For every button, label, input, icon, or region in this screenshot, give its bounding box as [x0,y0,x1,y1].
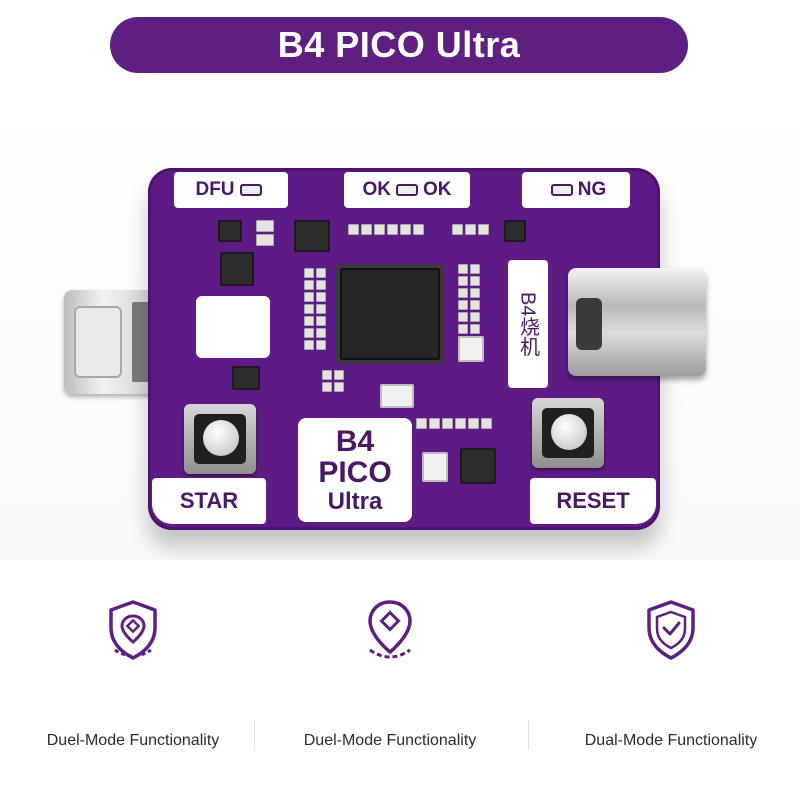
side-connector [64,290,160,394]
feature-divider-1 [254,720,255,750]
pad-row-top [348,224,424,235]
features-section: Duel-Mode Functionality Duel-Mode Functi… [0,560,800,800]
center-label-line-3: Ultra [327,487,383,515]
pad-row-mid-right [452,224,489,235]
pad-column-right [458,264,480,346]
start-button-cap[interactable] [203,420,239,456]
center-label-line-2: PICO [318,456,392,490]
usb-c-opening [576,298,602,350]
feature-divider-2 [528,720,529,750]
feature-label-1: Duel-Mode Functionality [46,732,220,749]
pad-row-bottom [416,418,492,429]
pad-column-left [304,268,326,350]
component-pad-top-left [256,220,274,246]
ok-left-label: OK [362,179,392,200]
chip-left [220,252,254,286]
ok-silk-label: OK OK [344,172,470,208]
feature-label-2: Duel-Mode Functionality [303,732,477,749]
component-cap-3 [458,336,484,362]
center-label-line-1: B4 [335,424,375,458]
product-title-banner: B4 PICO Ultra [110,17,688,73]
feature-item-2: Duel-Mode Functionality [257,560,523,800]
dfu-silk-label: DFU [174,172,288,208]
chip-top [294,220,330,252]
component-cap [380,384,414,408]
small-chip-top-right [504,220,526,242]
start-button[interactable] [184,404,256,474]
ok-right-label: OK [423,179,452,200]
ng-label: NG [577,179,607,200]
dfu-label: DFU [195,179,235,200]
ng-led-icon [550,184,573,196]
reset-label: RESET [556,488,630,513]
vertical-label: B4烧机 [516,291,539,357]
small-chip-left-bottom [232,366,260,390]
product-title: B4 PICO Ultra [277,24,521,65]
location-pin-icon [368,600,412,659]
reset-silk-label: RESET [530,478,656,524]
chip-bottom [460,448,496,484]
dfu-led-icon [239,184,262,196]
pad-column-lower [322,370,344,392]
start-label: STAR [179,488,239,513]
feature-item-1: Duel-Mode Functionality [0,560,266,800]
center-silk-label: B4 PICO Ultra [298,418,412,522]
usb-c-port[interactable] [568,268,706,376]
reset-button-cap[interactable] [551,414,587,450]
component-cap-2 [422,452,448,482]
shield-location-icon [109,600,157,660]
white-pad [196,296,270,358]
reset-button[interactable] [532,398,604,468]
feature-item-3: Dual-Mode Functionality [538,560,800,800]
vertical-silk-label: B4烧机 [508,260,548,388]
ok-led-icon [396,184,418,196]
small-chip-top-left [218,220,242,242]
mcu-chip [340,268,440,360]
start-silk-label: STAR [152,478,266,524]
shield-check-icon [647,600,695,660]
feature-label-3: Dual-Mode Functionality [584,732,758,749]
ng-silk-label: NG [522,172,630,208]
